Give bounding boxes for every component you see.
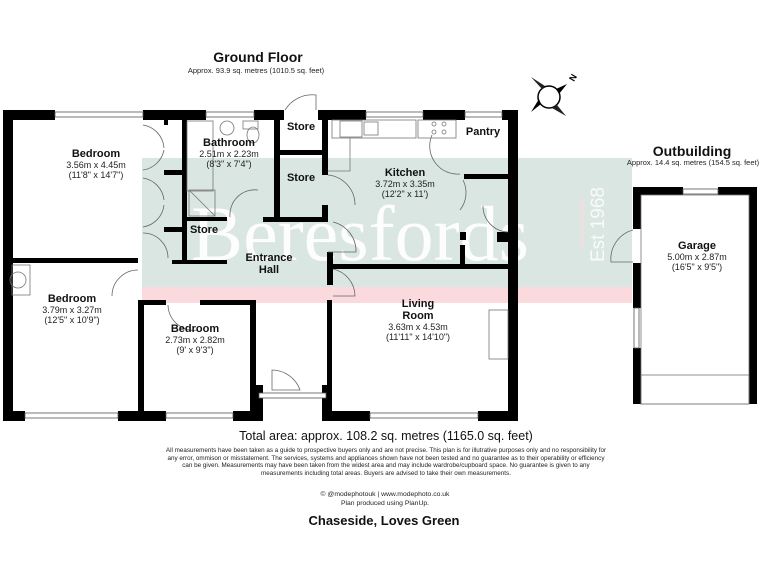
room-imperial: (12'5" x 10'9"): [44, 315, 100, 325]
disclaimer-line: measurements including total areas. Buye…: [261, 469, 511, 477]
room-metric: 3.56m x 4.45m: [66, 160, 126, 170]
room-bedroom-3: Bedroom 2.73m x 2.82m (9' x 9'3"): [165, 323, 225, 355]
room-metric: 3.79m x 3.27m: [42, 305, 102, 315]
room-name: Garage: [678, 240, 716, 252]
fixtures: [9, 119, 750, 405]
room-name: Kitchen: [384, 167, 426, 179]
room-name: Bedroom: [47, 293, 97, 305]
room-garage: Garage 5.00m x 2.87m (16'5" x 9'5"): [667, 240, 727, 272]
room-name-line1: Living: [401, 298, 435, 310]
compass-north-label: N: [567, 72, 579, 83]
compass-icon: [531, 77, 567, 116]
room-imperial: (16'5" x 9'5"): [671, 262, 723, 272]
room-store-1: Store: [286, 121, 316, 133]
watermark-divider: [581, 197, 583, 249]
outbuilding-title: Outbuilding: [652, 143, 732, 159]
room-store-2: Store: [286, 172, 316, 184]
room-living-room: Living Room 3.63m x 4.53m (11'11" x 14'1…: [386, 298, 450, 342]
room-name-line2: Room: [402, 310, 434, 322]
windows: [24, 111, 719, 419]
room-bathroom: Bathroom 2.51m x 2.23m (8'3" x 7'4"): [199, 137, 259, 169]
credit-line-1: © @modephotouk | www.modephoto.co.uk: [320, 491, 450, 498]
total-area: Total area: approx. 108.2 sq. metres (11…: [239, 429, 533, 443]
disclaimer-line: All measurements have been taken as a gu…: [165, 447, 607, 454]
credit-line-2: Plan produced using PlanUp.: [340, 500, 430, 507]
room-kitchen: Kitchen 3.72m x 3.35m (12'2" x 11'): [375, 167, 435, 199]
room-bedroom-2: Bedroom 3.79m x 3.27m (12'5" x 10'9"): [42, 293, 102, 325]
ground-floor-area: Approx. 93.9 sq. metres (1010.5 sq. feet…: [187, 66, 325, 75]
room-imperial: (12'2" x 11'): [381, 189, 429, 199]
property-address: Chaseside, Loves Green: [308, 513, 460, 528]
ground-floor-title: Ground Floor: [213, 49, 303, 65]
room-bedroom-1: Bedroom 3.56m x 4.45m (11'8" x 14'7"): [66, 148, 126, 180]
watermark-brand: Beresfords: [191, 190, 529, 277]
room-imperial: (8'3" x 7'4"): [206, 159, 252, 169]
room-entrance-hall: Entrance Hall: [245, 252, 292, 276]
room-metric: 2.73m x 2.82m: [165, 335, 225, 345]
outbuilding-area: Approx. 14.4 sq. metres (154.5 sq. feet): [626, 158, 760, 167]
room-name: Bathroom: [203, 137, 255, 149]
room-metric: 3.72m x 3.35m: [375, 179, 435, 189]
room-metric: 5.00m x 2.87m: [667, 252, 727, 262]
room-name-line1: Entrance: [245, 252, 293, 264]
room-name: Bedroom: [71, 148, 121, 160]
room-metric: 2.51m x 2.23m: [199, 149, 259, 159]
room-imperial: (9' x 9'3"): [176, 345, 214, 355]
room-store-3: Store: [189, 224, 219, 236]
watermark-tagline: Est 1968: [588, 187, 609, 262]
walls: [3, 110, 757, 421]
room-metric: 3.63m x 4.53m: [388, 322, 448, 332]
room-imperial: (11'8" x 14'7"): [68, 170, 124, 180]
room-name: Bedroom: [170, 323, 220, 335]
door-swings: [111, 94, 634, 391]
disclaimer: All measurements have been taken as a gu…: [166, 447, 606, 477]
disclaimer-line: any error, ommison or misstatement. The …: [167, 454, 605, 462]
disclaimer-line: can be given. Measurements may have been…: [182, 462, 590, 470]
room-pantry: Pantry: [465, 126, 501, 138]
room-imperial: (11'11" x 14'10"): [385, 332, 451, 342]
room-name-line2: Hall: [258, 264, 280, 276]
credit: © @modephotouk | www.modephoto.co.uk Pla…: [321, 490, 450, 508]
